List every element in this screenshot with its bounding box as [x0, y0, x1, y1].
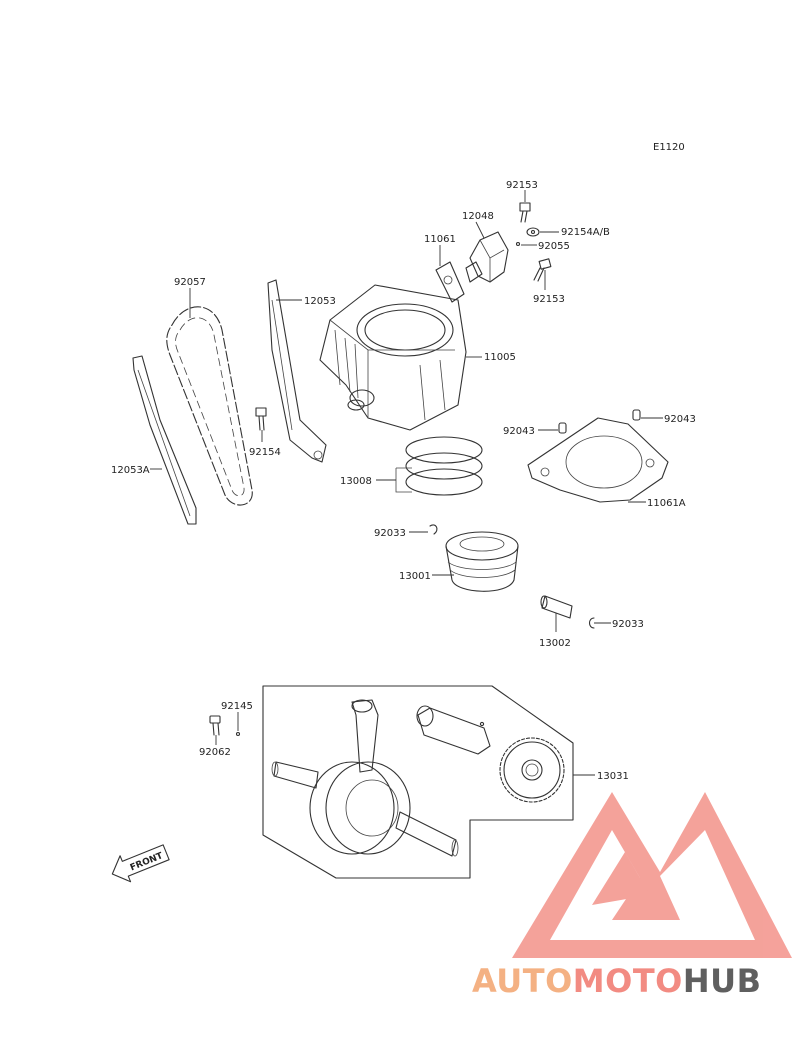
- label-12048: 12048: [462, 211, 494, 222]
- label-92145: 92145: [221, 701, 253, 712]
- gasket-11061: [435, 245, 465, 303]
- bolt-92153-bottom: [533, 258, 552, 290]
- label-12053a: 12053A: [111, 465, 150, 476]
- watermark-moto: MOTO: [572, 962, 683, 1000]
- label-92153-top: 92153: [506, 180, 538, 191]
- dowel-92043-right: [632, 409, 663, 421]
- cam-chain-92057: [166, 288, 253, 506]
- pin-92145: [235, 712, 241, 737]
- bolt-92153-top: [519, 190, 531, 223]
- label-92033-right: 92033: [612, 619, 644, 630]
- base-gasket-11061a: [527, 417, 669, 503]
- label-92057: 92057: [174, 277, 206, 288]
- clip-92033-top: [409, 524, 438, 535]
- label-11061a: 11061A: [647, 498, 686, 509]
- label-13008: 13008: [340, 476, 372, 487]
- label-13001: 13001: [399, 571, 431, 582]
- label-13002: 13002: [539, 638, 571, 649]
- watermark-auto: AUTO: [472, 962, 573, 1000]
- label-92062: 92062: [199, 747, 231, 758]
- label-92033-top: 92033: [374, 528, 406, 539]
- bolt-92154: [255, 407, 267, 442]
- watermark-logo-icon: [512, 792, 792, 958]
- piston-pin-13002: [540, 595, 573, 632]
- label-92154ab: 92154A/B: [561, 227, 610, 238]
- washer-92154ab: [526, 227, 559, 237]
- dowel-92043-left: [538, 422, 567, 434]
- label-11061: 11061: [424, 234, 456, 245]
- front-arrow-icon: FRONT: [111, 844, 170, 883]
- label-12053: 12053: [304, 296, 336, 307]
- diagram-code: E1120: [653, 142, 685, 153]
- label-11005: 11005: [484, 352, 516, 363]
- label-92154: 92154: [249, 447, 281, 458]
- label-92153-bottom: 92153: [533, 294, 565, 305]
- tensioner-12048: [465, 221, 509, 283]
- crankshaft-assembly-13031: [262, 685, 595, 879]
- oring-92055: [515, 241, 537, 247]
- label-92043-right: 92043: [664, 414, 696, 425]
- label-13031: 13031: [597, 771, 629, 782]
- clip-92033-right: [588, 617, 611, 629]
- chain-guide-12053: [267, 279, 327, 463]
- chain-guide-12053a: [132, 355, 197, 525]
- piston-rings-13008: [376, 436, 483, 496]
- piston-13001: [432, 531, 519, 592]
- label-92043-left: 92043: [503, 426, 535, 437]
- watermark-text: AUTOMOTOHUB: [472, 962, 800, 1010]
- front-label: FRONT: [129, 851, 165, 873]
- bolt-92062: [209, 715, 221, 745]
- label-92055: 92055: [538, 241, 570, 252]
- cylinder-11005: [319, 284, 482, 431]
- watermark-hub: HUB: [682, 962, 762, 1000]
